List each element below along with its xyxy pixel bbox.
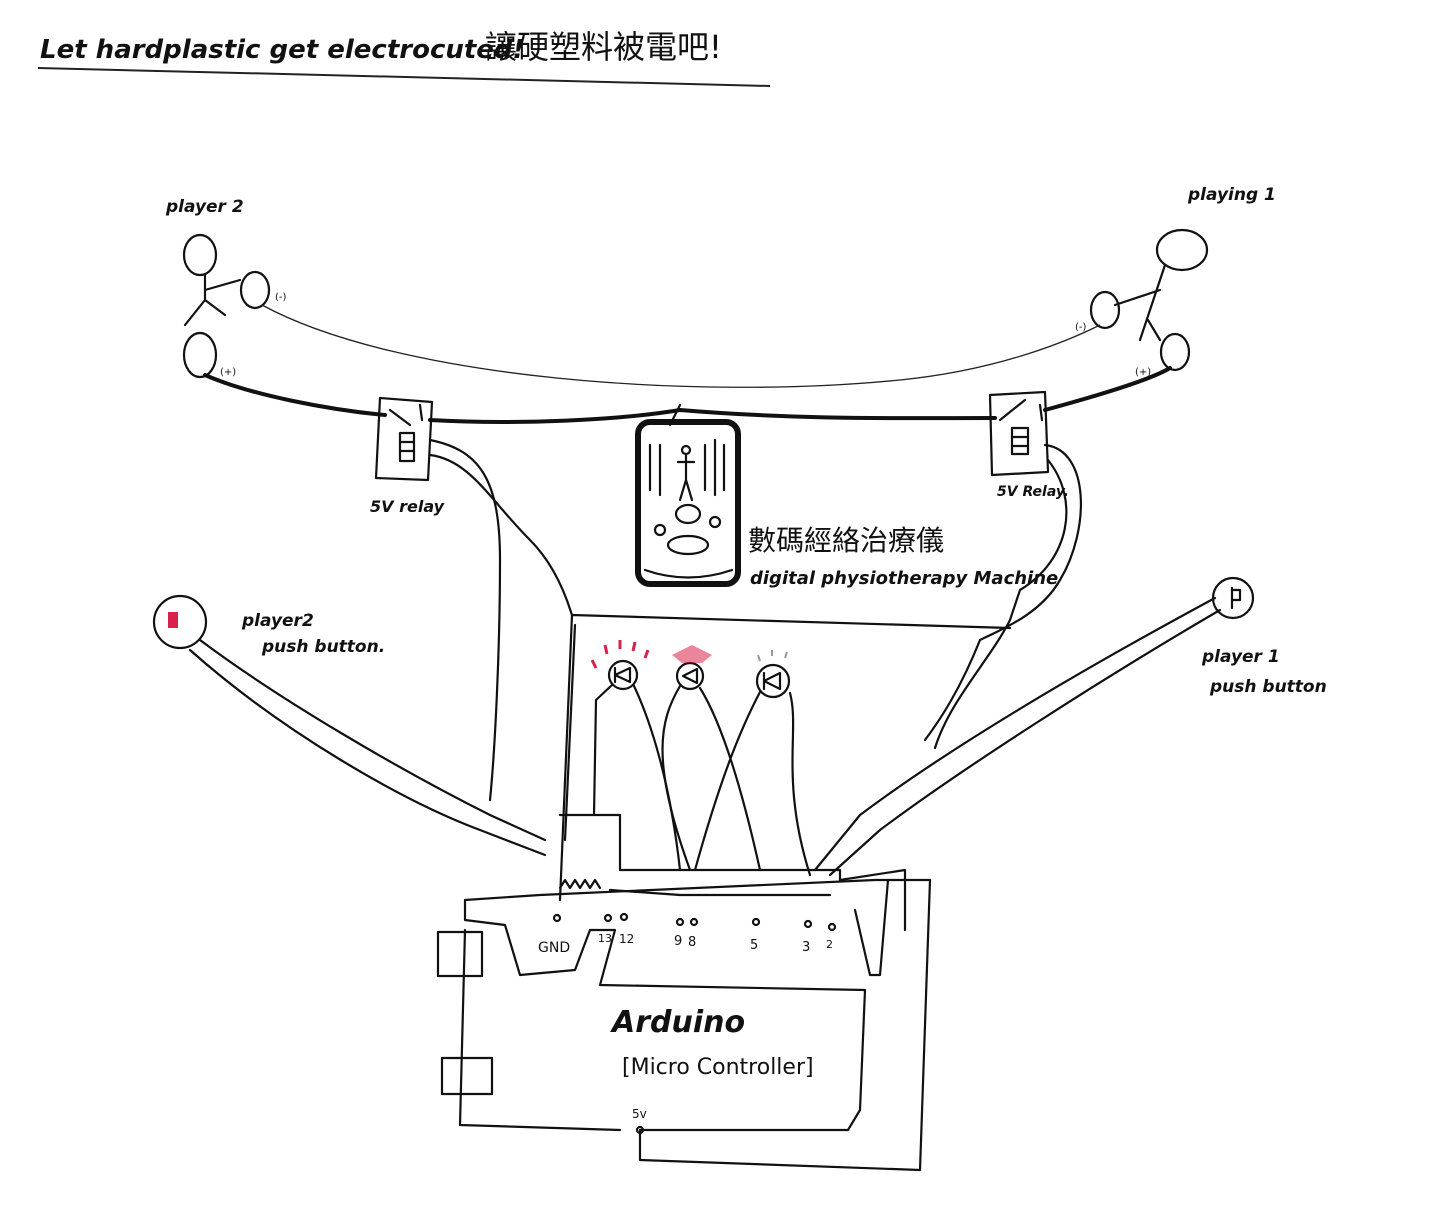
relay-to-machine-wire [428, 408, 997, 424]
led-3 [693, 650, 812, 877]
player2-figure [182, 233, 271, 379]
machine-label-english: digital physiotherapy Machine [750, 568, 1058, 589]
relay-left-control-wire-2 [428, 453, 574, 617]
machine-label-chinese: 數碼經絡治療儀 [748, 524, 944, 557]
player1-button-label-2: push button [1209, 677, 1327, 697]
player2-button-label-2: push button. [261, 637, 385, 657]
arduino-pins: GND 13 12 9 8 5 3 2 5v [538, 912, 837, 1135]
led-2 [661, 645, 762, 872]
pin-2: 2 [826, 938, 833, 951]
player1-button-label-1: player 1 [1201, 647, 1280, 667]
player2-label: player 2 [165, 197, 244, 217]
gnd-bus-wire [558, 613, 1012, 902]
player1-label: playing 1 [1187, 185, 1276, 205]
relay-left [374, 396, 434, 482]
pin-3: 3 [802, 940, 810, 955]
player2-plus: (+) [220, 367, 236, 378]
relay-left-label: 5V relay [370, 497, 445, 516]
pin-13: 13 [598, 932, 612, 945]
arduino-name: Arduino [610, 1005, 745, 1040]
resistor [558, 878, 602, 890]
arduino-board [436, 878, 932, 1172]
arduino-subtitle: [Micro Controller] [622, 1055, 814, 1080]
relay-left-control-wire [428, 438, 502, 802]
pin-9: 9 [674, 934, 682, 949]
title-underline [37, 67, 771, 87]
relay-right [988, 390, 1050, 477]
player2-button-label-1: player2 [241, 611, 314, 631]
wire-bundle [558, 813, 907, 932]
relay-right-label: 5V Relay. [997, 484, 1069, 500]
minus-electrode-wire [261, 304, 1101, 388]
pin-8: 8 [688, 935, 696, 950]
player1-plus: (+) [1135, 367, 1151, 378]
led-1 [590, 640, 682, 872]
pin-5v: 5v [632, 1107, 647, 1121]
title-chinese: 讓硬塑料被電吧! [485, 28, 722, 66]
pin-12: 12 [619, 932, 634, 946]
right-electrode-wire [1043, 366, 1172, 412]
relay-right-control-wire-2 [933, 458, 1068, 750]
title-english: Let hardplastic get electrocuted! [40, 35, 524, 65]
player1-push-button [813, 576, 1255, 877]
physiotherapy-machine [635, 419, 741, 587]
player1-figure [1089, 228, 1209, 372]
pin-gnd: GND [538, 940, 570, 956]
player2-minus: (-) [275, 292, 287, 303]
pin-5: 5 [750, 938, 758, 953]
left-electrode-wire [203, 373, 387, 417]
relay-right-control-wire [923, 443, 1082, 742]
player1-minus: (-) [1075, 322, 1087, 333]
player2-push-button [152, 594, 547, 857]
